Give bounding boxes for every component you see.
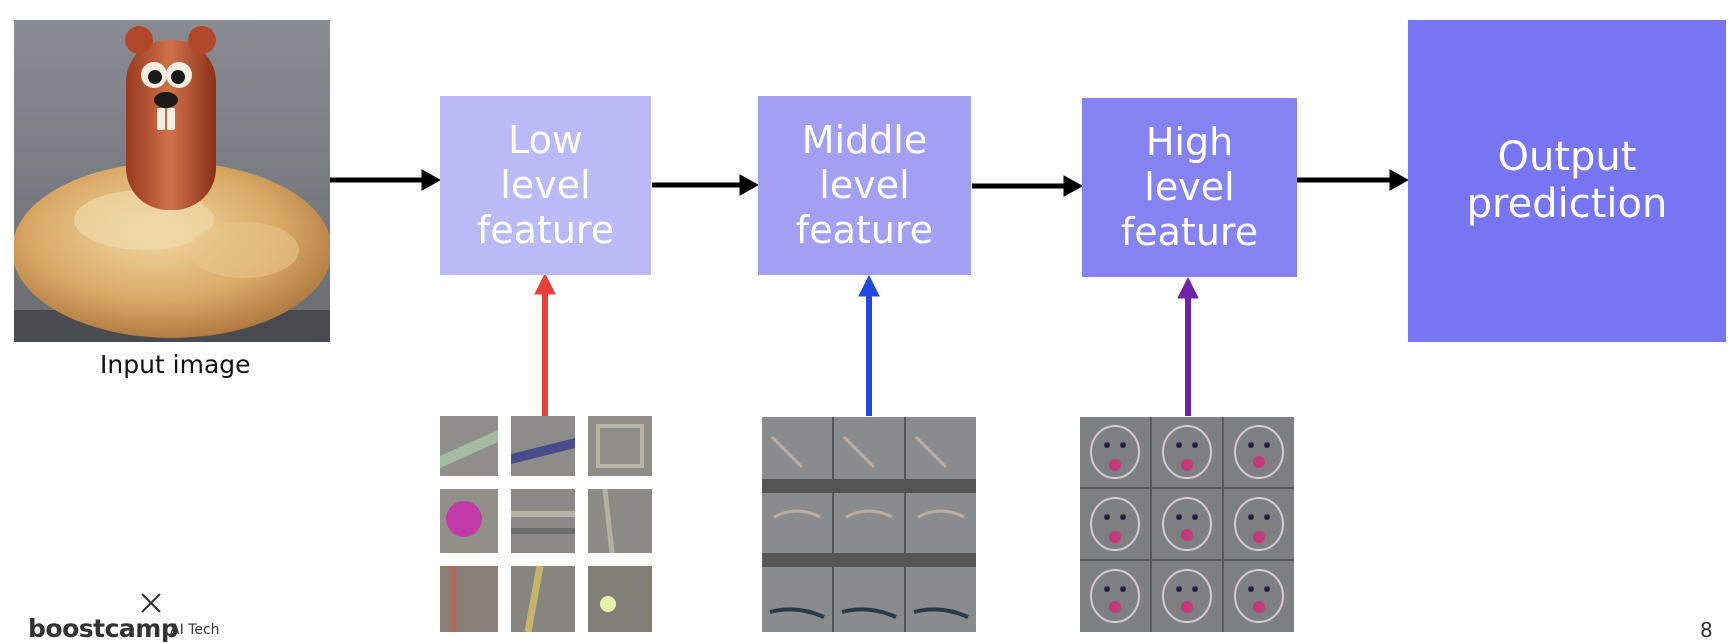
arrow-high-filters — [1177, 276, 1199, 416]
output-prediction-box: Output prediction — [1408, 20, 1726, 342]
arrow-low-to-middle — [652, 174, 760, 196]
arrow-low-filters — [534, 272, 556, 416]
page-number: 8 — [1700, 618, 1713, 642]
low-level-feature-box: Low level feature — [440, 96, 651, 275]
arrow-input-to-low — [330, 169, 442, 191]
high-level-feature-box: High level feature — [1082, 98, 1297, 277]
middle-level-feature-box: Middle level feature — [758, 96, 971, 275]
input-image-caption: Input image — [100, 350, 251, 379]
input-image — [12, 20, 332, 342]
boostcamp-logo: boostcamp — [28, 614, 179, 643]
arrow-middle-filters — [858, 274, 880, 416]
close-icon — [141, 593, 161, 613]
arrow-high-to-output — [1297, 169, 1410, 191]
boostcamp-logo-sub: AI Tech — [170, 622, 220, 638]
high-level-filter-grid — [1080, 417, 1294, 632]
middle-level-filter-grid — [762, 417, 976, 632]
low-level-filter-grid — [440, 416, 652, 633]
arrow-middle-to-high — [972, 175, 1084, 197]
